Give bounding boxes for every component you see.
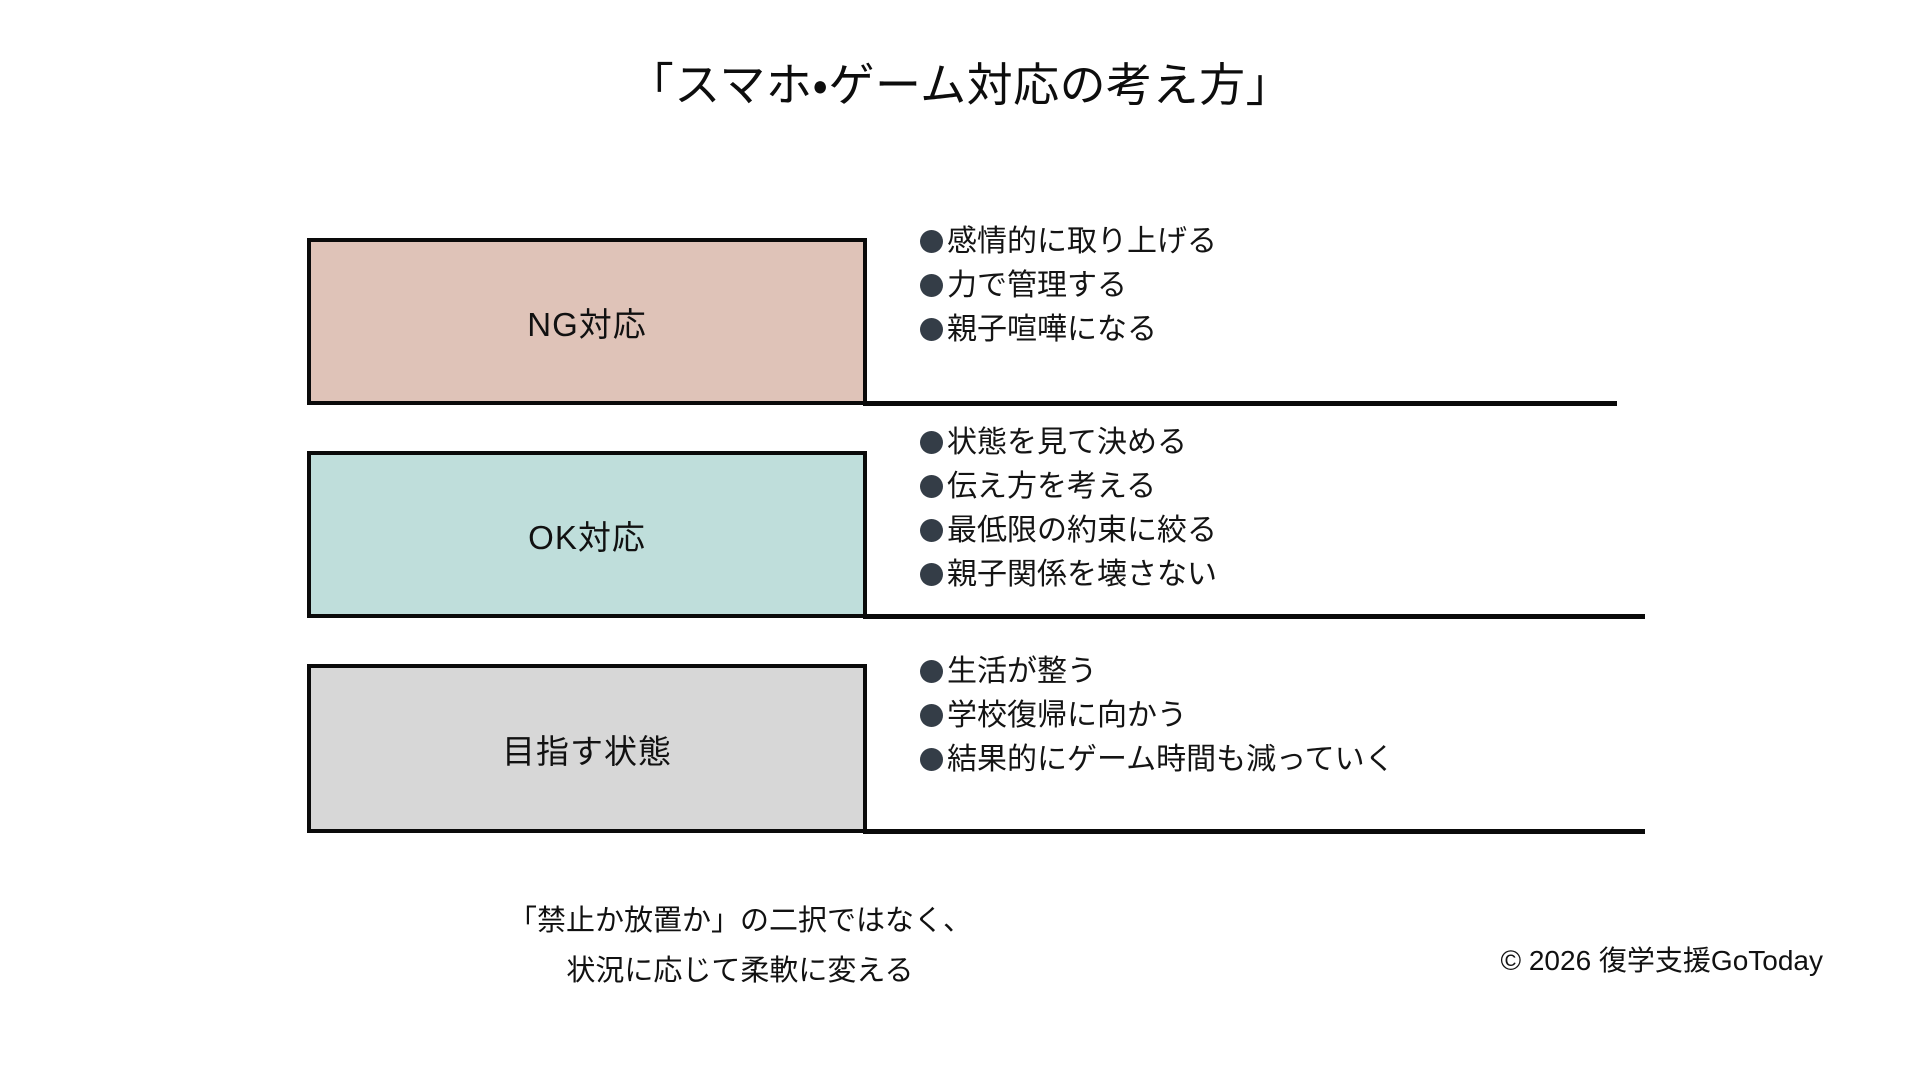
bullet-dot-icon [920,563,943,586]
section-label-ok: OK対応 [528,518,646,556]
footer-note: 「禁止か放置か」の二択ではなく、 状況に応じて柔軟に変える [0,896,1480,996]
list-item-label: 結果的にゲーム時間も減っていく [947,743,1395,776]
list-item: 生活が整う [920,650,1840,694]
bullet-dot-icon [920,660,943,683]
section-label-box-ok: OK対応 [307,451,867,618]
list-item: 親子喧嘩になる [920,308,1840,352]
bullet-dot-icon [920,519,943,542]
copyright-text: © 2026 復学支援GoToday [1500,945,1823,976]
list-item-label: 伝え方を考える [947,470,1157,503]
bullet-dot-icon [920,230,943,253]
bullet-dot-icon [920,475,943,498]
list-item-label: 最低限の約束に絞る [947,514,1217,547]
list-item: 結果的にゲーム時間も減っていく [920,738,1840,782]
section-bullets-ok: 状態を見て決める 伝え方を考える 最低限の約束に絞る 親子関係を壊さない [920,421,1840,597]
list-item-label: 状態を見て決める [947,426,1187,459]
list-item: 伝え方を考える [920,465,1840,509]
section-label-ng: NG対応 [527,305,647,343]
section-bullets-ng: 感情的に取り上げる 力で管理する 親子喧嘩になる [920,220,1840,352]
list-item: 状態を見て決める [920,421,1840,465]
list-item-label: 感情的に取り上げる [947,225,1217,258]
bullet-dot-icon [920,704,943,727]
list-item: 感情的に取り上げる [920,220,1840,264]
bullet-dot-icon [920,274,943,297]
section-rule-ng [863,401,1617,406]
bullet-dot-icon [920,318,943,341]
list-item-label: 生活が整う [947,655,1097,688]
page-title: 「スマホ・ゲーム対応の考え方」 [627,59,1293,111]
list-item-label: 学校復帰に向かう [947,699,1187,732]
list-item-label: 親子関係を壊さない [947,558,1217,591]
list-item-label: 親子喧嘩になる [947,313,1157,346]
footer-note-line-2: 状況に応じて柔軟に変える [566,955,914,987]
list-item: 最低限の約束に絞る [920,509,1840,553]
section-label-goal: 目指す状態 [502,732,672,770]
section-bullets-goal: 生活が整う 学校復帰に向かう 結果的にゲーム時間も減っていく [920,650,1840,782]
section-rule-goal [863,829,1645,834]
section-label-box-ng: NG対応 [307,238,867,405]
list-item: 親子関係を壊さない [920,553,1840,597]
section-label-box-goal: 目指す状態 [307,664,867,833]
bullet-dot-icon [920,431,943,454]
list-item-label: 力で管理する [947,269,1127,302]
section-rule-ok [863,614,1645,619]
list-item: 学校復帰に向かう [920,694,1840,738]
list-item: 力で管理する [920,264,1840,308]
bullet-dot-icon [920,748,943,771]
footer-note-line-1: 「禁止か放置か」の二択ではなく、 [507,905,972,937]
